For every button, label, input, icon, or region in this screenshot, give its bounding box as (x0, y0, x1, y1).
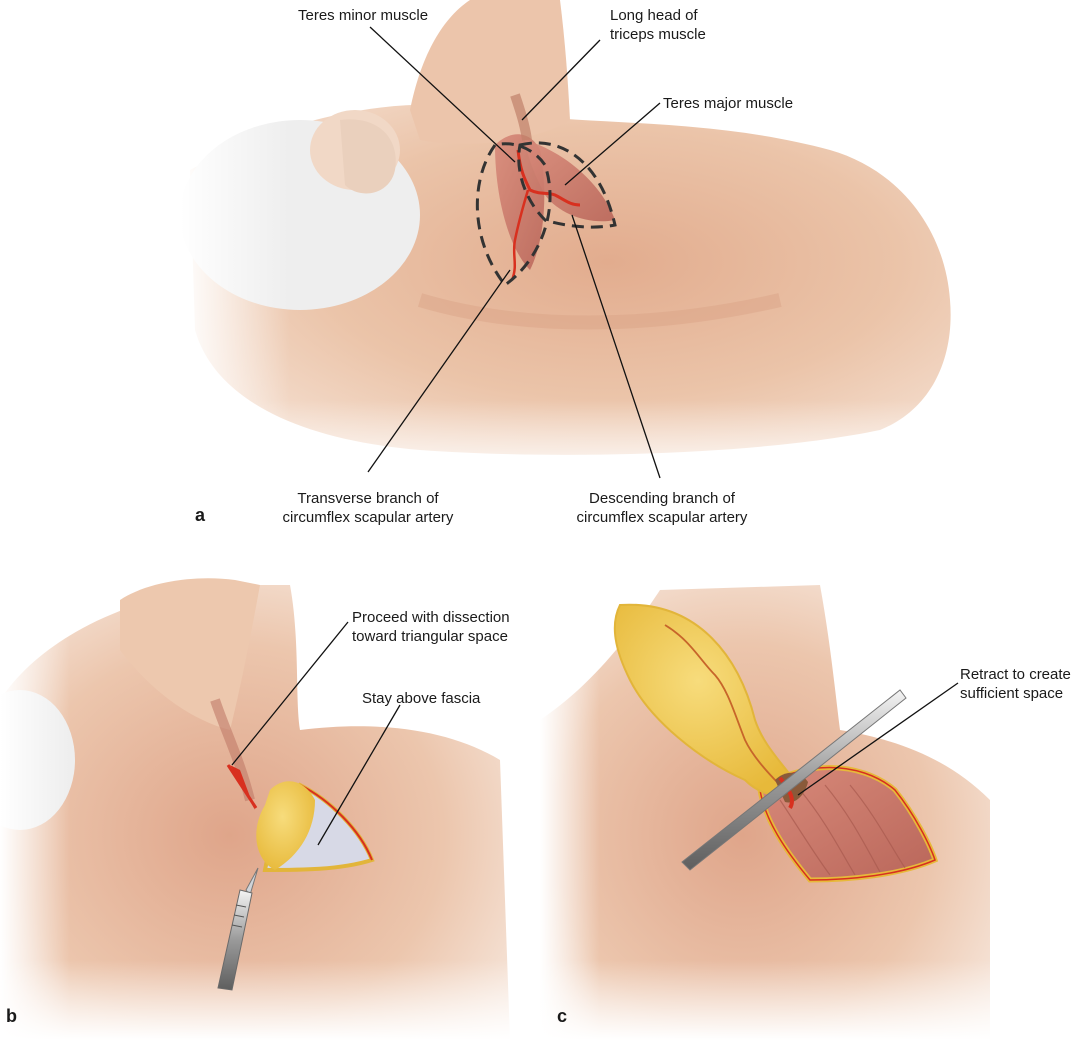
panel-a-leaders (367, 26, 661, 479)
label-teres-major: Teres major muscle (663, 95, 794, 112)
label-stay-above-fascia: Stay above fascia (362, 690, 481, 707)
panel-c-illustration (540, 585, 1000, 1040)
panel-a-illustration (180, 0, 980, 490)
label-proceed-dissection: Proceed with dissection toward triangula… (352, 609, 510, 645)
retractor (681, 689, 907, 871)
panel-letter-b: b (6, 1006, 17, 1026)
flap-vessel (664, 624, 781, 786)
descending-flap-outline (475, 142, 552, 288)
transverse-flap-outline (517, 141, 617, 229)
panel-b-leaders (231, 621, 401, 846)
teres-minor-muscle (495, 134, 545, 270)
panel-letter-a: a (195, 505, 206, 525)
panel-c-leaders (797, 682, 959, 796)
label-long-head-triceps: Long head of triceps muscle (610, 7, 706, 43)
label-descending-branch: Descending branch of circumflex scapular… (576, 490, 748, 526)
descending-branch-artery (510, 189, 530, 281)
scalpel (217, 867, 259, 991)
dissection-incision (226, 764, 258, 809)
panel-b-illustration (0, 578, 520, 1040)
label-retract: Retract to create sufficient space (960, 666, 1071, 702)
label-transverse-branch: Transverse branch of circumflex scapular… (282, 490, 454, 526)
panel-letter-c: c (557, 1006, 568, 1026)
fat-layer (256, 781, 315, 870)
circumflex-scapular-artery (516, 149, 581, 207)
label-teres-minor: Teres minor muscle (298, 7, 429, 24)
